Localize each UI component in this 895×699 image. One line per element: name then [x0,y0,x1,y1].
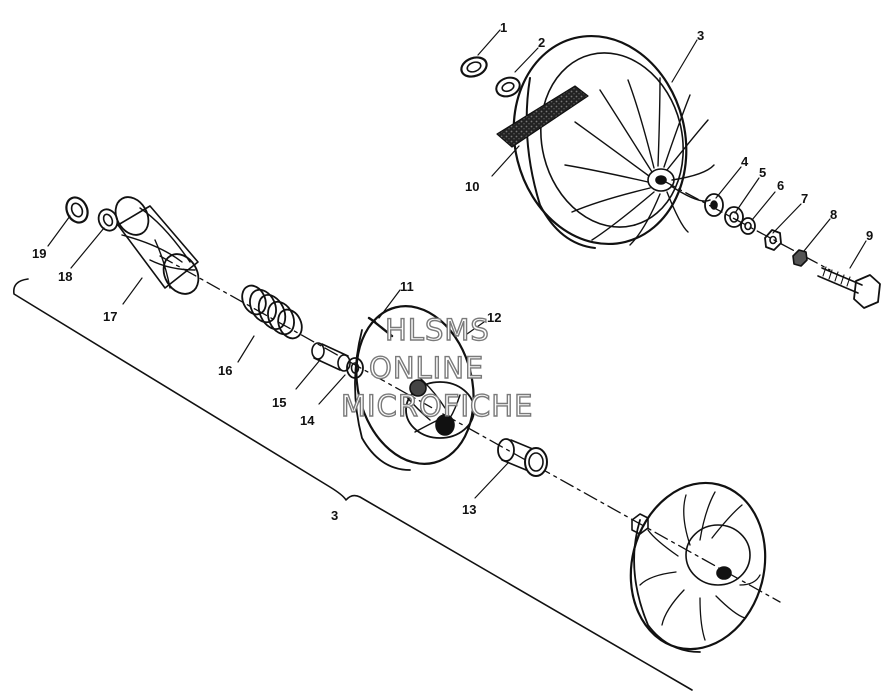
label-part-15: 15 [272,395,287,410]
part-10-drive-belt [496,85,589,148]
part-9-bolt [817,266,881,309]
part-16-spring [241,284,303,340]
label-part-14: 14 [300,413,315,428]
part-7-lock-washer [764,229,782,251]
part-12-movable-sheave [354,305,475,471]
lower-axis-line [159,255,781,603]
part-5-washer [724,206,744,228]
part-8-nut [792,249,808,267]
part-2-washer [495,76,521,98]
label-part-8: 8 [830,207,838,222]
label-part-1: 1 [500,20,508,35]
part-6-washer [740,217,756,235]
part-4-washer [704,193,724,217]
label-part-5: 5 [759,165,767,180]
label-part-10: 10 [465,179,480,194]
leader-lines [47,29,867,499]
watermark-line-2: ONLINE [368,351,485,385]
part-1-snap-ring [460,56,488,78]
label-part-12: 12 [487,310,502,325]
label-part-6: 6 [777,178,785,193]
part-13-bearing [497,438,548,477]
label-part-18: 18 [58,269,73,284]
assembly-bracket [12,278,693,691]
upper-axis-line [661,179,831,271]
part-19-snap-ring [65,196,89,224]
label-part-4: 4 [741,154,749,169]
label-part-11: 11 [400,279,414,294]
label-part-16: 16 [218,363,233,378]
label-part-9: 9 [866,228,874,243]
label-part-3-upper: 3 [697,28,705,43]
part-15-bushing [311,342,351,372]
label-part-19: 19 [32,246,47,261]
watermark-line-1: HLSMS [384,313,490,347]
label-assembly-3: 3 [331,508,339,523]
label-part-13: 13 [462,502,477,517]
label-part-7: 7 [801,191,809,206]
watermark-line-3: MICROFICHE [340,389,534,423]
part-3-upper-sheave [512,34,715,249]
lower-fixed-sheave [629,481,767,653]
label-part-17: 17 [103,309,118,324]
label-part-2: 2 [538,35,546,50]
part-17-cam [114,196,200,295]
